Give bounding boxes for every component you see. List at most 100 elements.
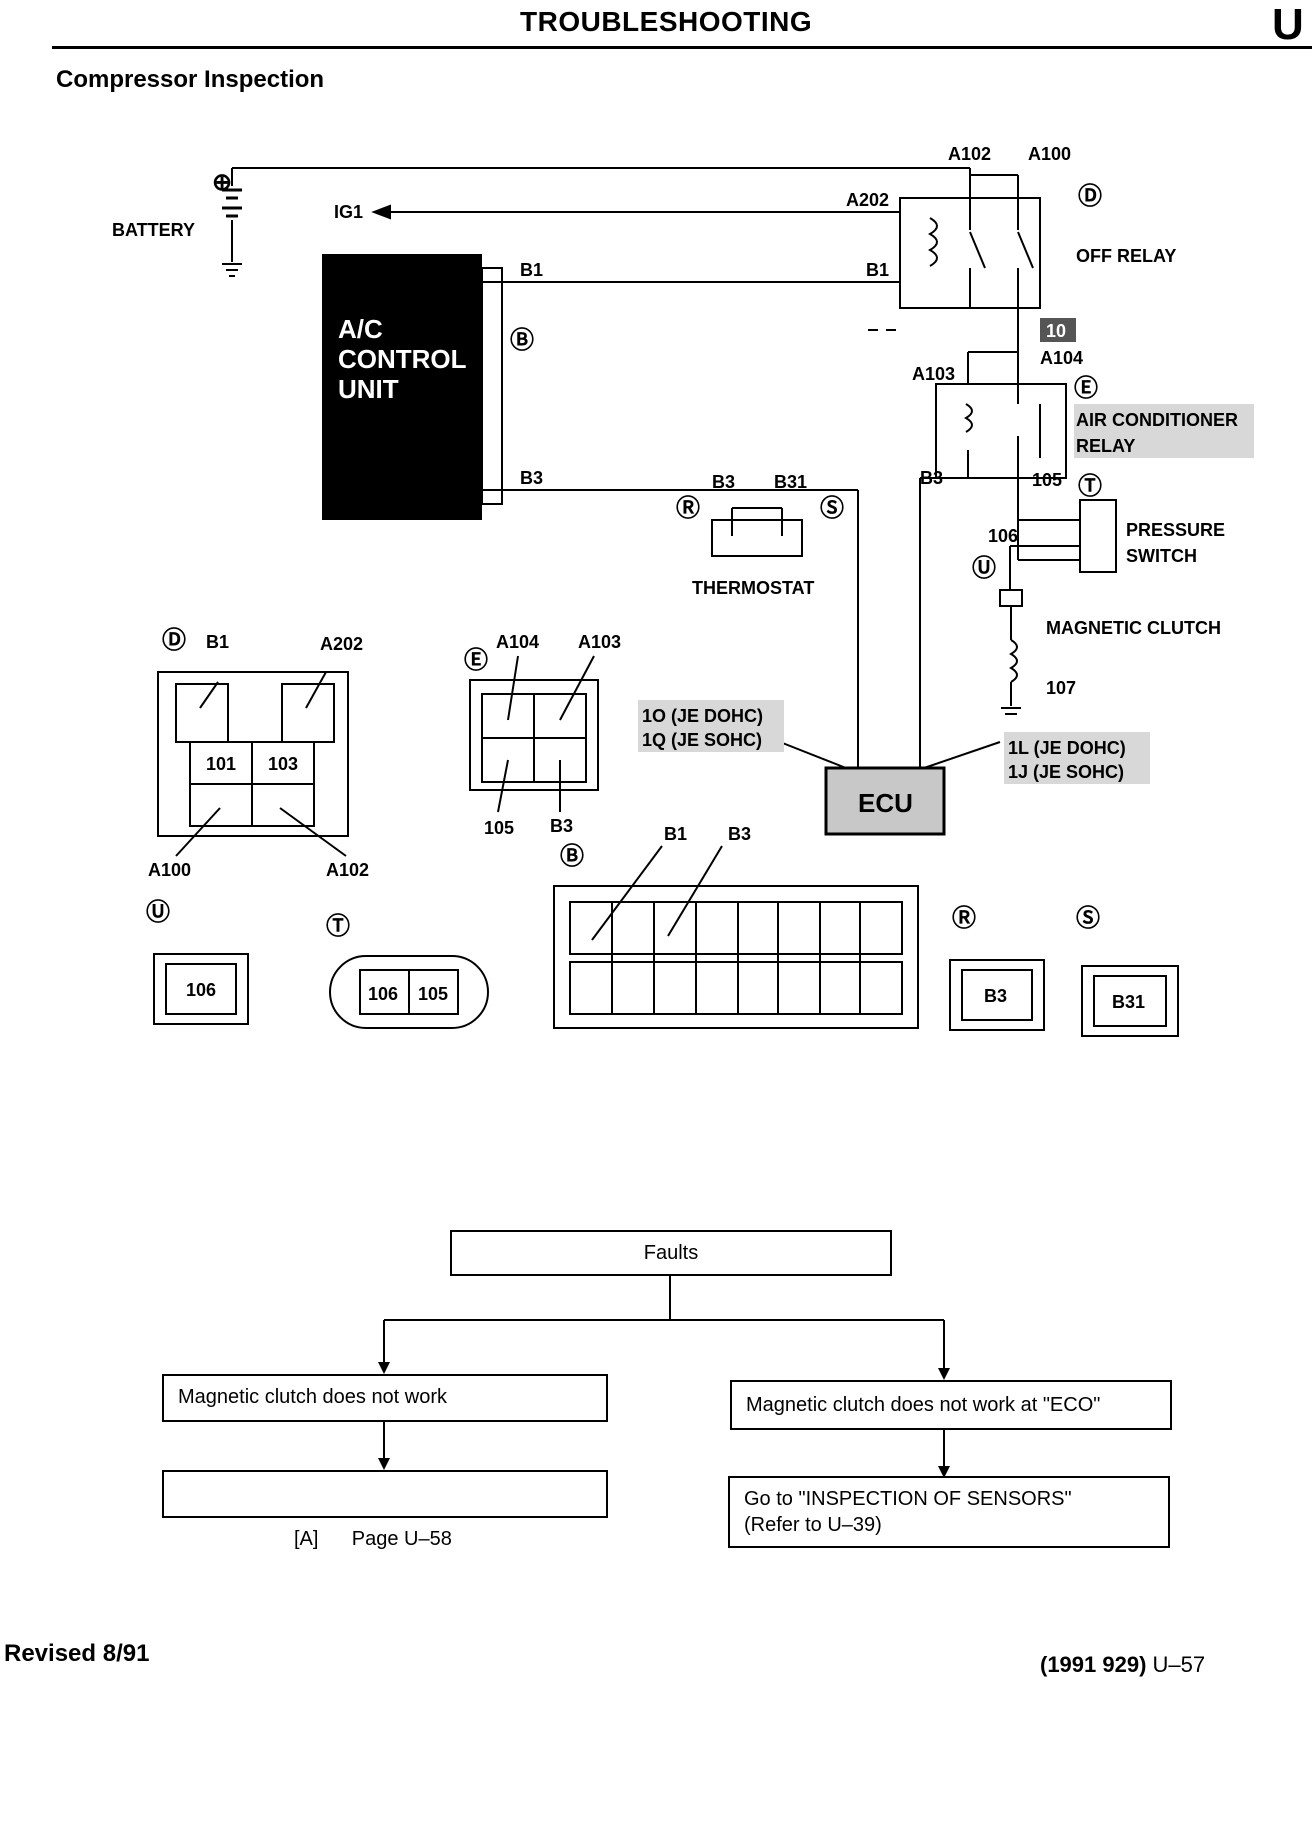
connector-s-cell — [1093, 975, 1167, 1027]
fuse-label: 10 — [1046, 321, 1066, 341]
ac-relay-coil — [964, 403, 973, 433]
ecu-left-2: 1Q (JE SOHC) — [642, 730, 762, 750]
connector-r-outline — [949, 959, 1045, 1031]
conn-b-b1: B1 — [664, 824, 687, 844]
thermo-ref-r: Ⓡ — [676, 494, 700, 522]
flow-left-2: [A] Page U–58 — [162, 1470, 608, 1550]
ecu-right-bg — [1004, 732, 1150, 784]
conn-d-101: 101 — [206, 754, 236, 774]
battery-label: BATTERY — [112, 220, 195, 240]
relay-ac-label-bg — [1074, 404, 1254, 458]
flow-right-2: Go to "INSPECTION OF SENSORS" (Refer to … — [728, 1476, 1170, 1548]
conn-d-a202: A202 — [320, 634, 363, 654]
flow-arrow — [938, 1466, 950, 1478]
ecu-left-bg — [638, 700, 784, 752]
conn-d-a102: A102 — [326, 860, 369, 880]
conn-s-b31: B31 — [1112, 992, 1145, 1012]
conn-t-ref: Ⓣ — [326, 912, 350, 940]
model-ref: (1991 929) — [1040, 1652, 1147, 1677]
connector-s-outline — [1081, 965, 1179, 1037]
connector-e-outline — [469, 679, 599, 791]
connector-u-outline — [153, 953, 249, 1025]
thermo-b3: B3 — [712, 472, 735, 492]
section-subtitle: Compressor Inspection — [56, 66, 325, 93]
thermo-ref-s: Ⓢ — [820, 494, 844, 522]
connector-t-outline — [329, 955, 489, 1029]
flow-right-1: Magnetic clutch does not work at "ECO" — [730, 1380, 1172, 1430]
header-rule — [52, 46, 1312, 49]
conn-r-ref: Ⓡ — [952, 904, 976, 932]
conn-r-b3: B3 — [984, 986, 1007, 1006]
conn-u-106: 106 — [186, 980, 216, 1000]
page-title: TROUBLESHOOTING — [520, 6, 813, 37]
conn-b-b3: B3 — [728, 824, 751, 844]
off-relay-switch — [1017, 231, 1034, 269]
relay-off-ref: Ⓓ — [1078, 182, 1102, 210]
press-label-2: SWITCH — [1126, 546, 1197, 566]
conn-e-b3: B3 — [550, 816, 573, 836]
thermostat-box — [711, 519, 803, 557]
ecu-label: ECU — [858, 788, 913, 818]
ecu-left-1: 1O (JE DOHC) — [642, 706, 763, 726]
ac-relay-box — [935, 383, 1067, 479]
acu-label-1: A/C — [338, 314, 383, 344]
fuse-box — [1040, 318, 1076, 342]
connector-u-cell — [165, 963, 237, 1015]
acu-b1-label: B1 — [520, 260, 543, 280]
conn-d-b1: B1 — [206, 632, 229, 652]
flow-left-1: Magnetic clutch does not work — [162, 1374, 608, 1422]
conn-t-106: 106 — [368, 984, 398, 1004]
off-relay-switch — [969, 231, 986, 269]
conn-e-ref: Ⓔ — [464, 646, 488, 674]
acu-connector — [481, 267, 503, 505]
conn-b-ref: Ⓑ — [560, 842, 584, 870]
conn-t-105: 105 — [418, 984, 448, 1004]
thermostat-label: THERMOSTAT — [692, 578, 814, 598]
relay-off-a202: A202 — [846, 190, 889, 210]
relay-ac-a104: A104 — [1040, 348, 1083, 368]
conn-s-ref: Ⓢ — [1076, 904, 1100, 932]
thermo-b31: B31 — [774, 472, 807, 492]
page-number: U–57 — [1152, 1652, 1206, 1677]
clutch-label: MAGNETIC CLUTCH — [1046, 618, 1221, 638]
clutch-ref: Ⓤ — [972, 554, 996, 582]
press-label-1: PRESSURE — [1126, 520, 1225, 540]
ecu-right-2: 1J (JE SOHC) — [1008, 762, 1124, 782]
clutch-connector — [999, 589, 1023, 607]
relay-off-b1: B1 — [866, 260, 889, 280]
ig1-arrow — [371, 204, 391, 220]
ig1-label: IG1 — [334, 202, 363, 222]
relay-ac-b3: B3 — [920, 468, 943, 488]
relay-off-label: OFF RELAY — [1076, 246, 1176, 266]
connector-b-row2 — [569, 961, 903, 1015]
conn-d-103: 103 — [268, 754, 298, 774]
wire-107-label: 107 — [1046, 678, 1076, 698]
revised-note: Revised 8/91 — [4, 1640, 150, 1667]
relay-ac-a103: A103 — [912, 364, 955, 384]
ecu-box — [824, 766, 946, 836]
conn-d-a100: A100 — [148, 860, 191, 880]
flow-arrow — [938, 1368, 950, 1380]
flow-arrow — [378, 1362, 390, 1374]
connector-d-b1 — [175, 683, 229, 743]
connector-b-outline — [553, 885, 919, 1029]
wire-105-label: 105 — [1032, 470, 1062, 490]
connector-r-cell — [961, 969, 1033, 1021]
conn-e-a103: A103 — [578, 632, 621, 652]
relay-off-a100: A100 — [1028, 144, 1071, 164]
ecu-left-lead — [779, 741, 847, 769]
relay-ac-label-2: RELAY — [1076, 436, 1135, 456]
wire-106-label: 106 — [988, 526, 1018, 546]
conn-u-ref: Ⓤ — [146, 898, 170, 926]
press-ref: Ⓣ — [1078, 472, 1102, 500]
ac-control-unit — [322, 254, 482, 520]
relay-ac-ref: Ⓔ — [1074, 374, 1098, 402]
acu-b3-label: B3 — [520, 468, 543, 488]
clutch-coil — [1009, 639, 1018, 683]
connector-d-a202 — [281, 683, 335, 743]
ecu-right-lead — [923, 741, 1001, 769]
relay-off-a102: A102 — [948, 144, 991, 164]
connector-b-row1 — [569, 901, 903, 955]
off-relay-coil — [927, 217, 938, 267]
